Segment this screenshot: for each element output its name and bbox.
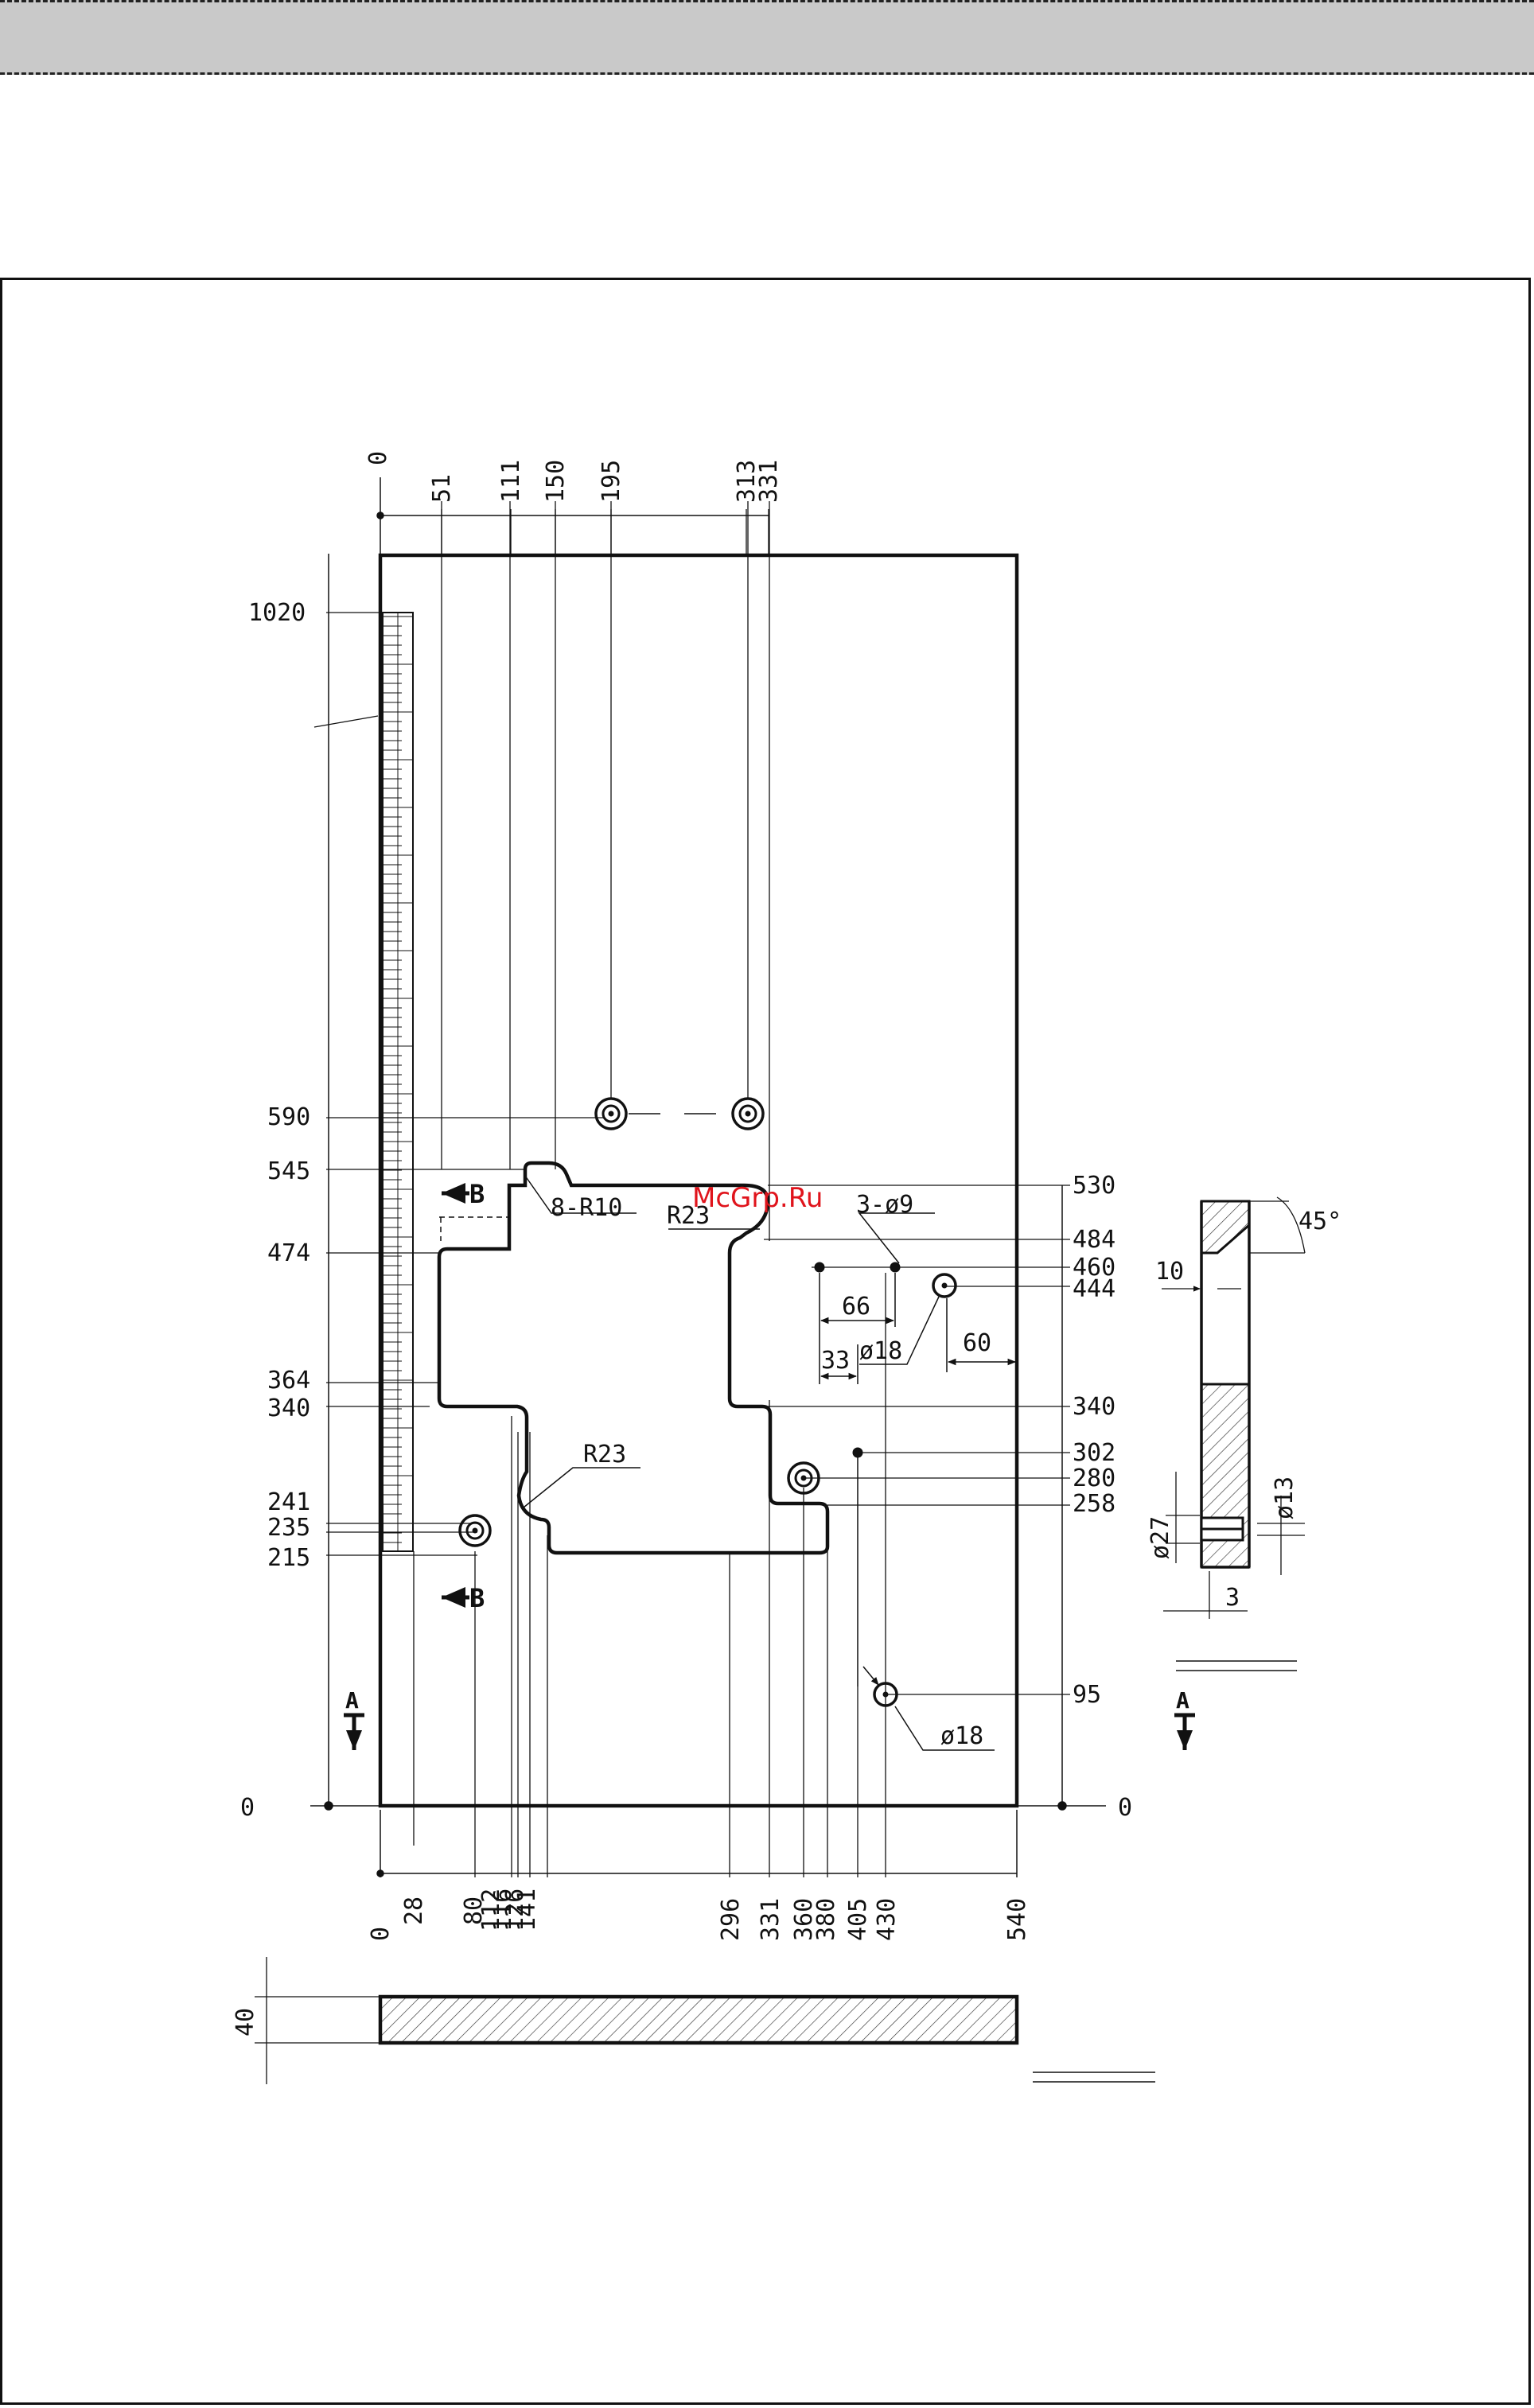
right-dim-95: 95 — [1073, 1681, 1101, 1709]
bottom-dim-405: 405 — [844, 1898, 872, 1941]
top-dim-150: 150 — [542, 460, 570, 503]
left-dim-235: 235 — [267, 1514, 310, 1542]
left-dim-0: 0 — [240, 1794, 255, 1822]
label-8-r10: 8-R10 — [551, 1194, 622, 1222]
bottom-dim-540: 540 — [1003, 1898, 1031, 1941]
bottom-dimension-chain — [377, 1810, 1017, 1877]
label-d18-lower: ø18 — [940, 1722, 983, 1750]
hole-235 — [460, 1515, 490, 1546]
right-dim-444: 444 — [1073, 1275, 1115, 1303]
bottom-dim-0: 0 — [367, 1927, 395, 1941]
label-r23-left: R23 — [583, 1441, 626, 1469]
left-dim-590: 590 — [267, 1103, 310, 1131]
hole-d9-2 — [890, 1262, 900, 1272]
right-dim-340: 340 — [1073, 1393, 1115, 1421]
right-dim-530: 530 — [1073, 1172, 1115, 1200]
right-dim-302: 302 — [1073, 1439, 1115, 1467]
top-dim-331: 331 — [755, 460, 783, 503]
bottom-dim-331: 331 — [757, 1898, 785, 1941]
watermark: McGrp.Ru — [692, 1182, 823, 1214]
top-dim-195: 195 — [598, 460, 625, 503]
label-3: 3 — [1225, 1584, 1240, 1612]
svg-text:A: A — [345, 1687, 359, 1714]
label-d13: ø13 — [1271, 1476, 1298, 1519]
section-marker-a-side: A — [1174, 1687, 1195, 1750]
section-marker-b-lower: B — [442, 1583, 485, 1613]
hole-d18-upper — [933, 1274, 956, 1297]
label-45deg: 45° — [1298, 1208, 1341, 1235]
svg-text:B: B — [469, 1583, 485, 1613]
left-dim-474: 474 — [267, 1239, 310, 1267]
section-marker-a-plan: A — [344, 1687, 364, 1750]
left-dim-340: 340 — [267, 1395, 310, 1422]
section-marker-b-upper: B — [442, 1179, 485, 1209]
left-dim-215: 215 — [267, 1544, 310, 1572]
label-thickness-40: 40 — [232, 2008, 259, 2036]
hole-d9-1 — [815, 1262, 824, 1272]
left-dim-1020: 1020 — [248, 599, 306, 627]
ruler-strip — [383, 613, 413, 1551]
top-dim-51: 51 — [428, 474, 456, 503]
bottom-dim-430: 430 — [873, 1898, 901, 1941]
bottom-dim-141: 141 — [513, 1889, 541, 1931]
hole-590-left — [596, 1099, 626, 1129]
right-dim-258: 258 — [1073, 1490, 1115, 1518]
svg-text:A: A — [1176, 1687, 1189, 1714]
svg-text:B: B — [469, 1179, 485, 1209]
label-66: 66 — [842, 1293, 870, 1321]
left-dim-241: 241 — [267, 1488, 310, 1516]
bottom-dim-380: 380 — [812, 1898, 840, 1941]
right-dim-280: 280 — [1073, 1465, 1115, 1492]
label-33: 33 — [821, 1347, 850, 1375]
left-dim-545: 545 — [267, 1157, 310, 1185]
label-d18-upper: ø18 — [859, 1337, 902, 1365]
right-dim-0: 0 — [1118, 1794, 1132, 1822]
label-d27: ø27 — [1147, 1516, 1174, 1559]
top-dim-0: 0 — [364, 451, 392, 465]
label-10: 10 — [1155, 1258, 1184, 1286]
bottom-dim-28: 28 — [400, 1896, 428, 1925]
label-3-d9: 3-ø9 — [856, 1191, 913, 1219]
hole-590-right — [733, 1099, 763, 1129]
label-60: 60 — [963, 1329, 991, 1357]
left-dim-364: 364 — [267, 1367, 310, 1395]
top-dim-111: 111 — [497, 460, 525, 503]
thickness-view — [255, 1957, 1155, 2084]
right-dim-484: 484 — [1073, 1226, 1115, 1254]
bottom-dim-296: 296 — [717, 1898, 745, 1941]
left-dimension-chain — [310, 554, 382, 1810]
